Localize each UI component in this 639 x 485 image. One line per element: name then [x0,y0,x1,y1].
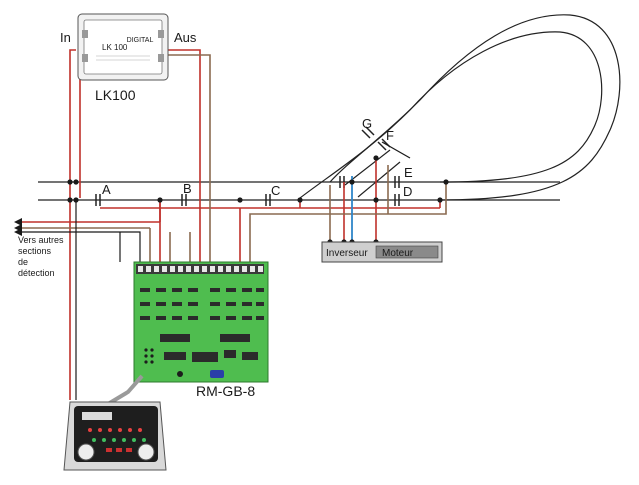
lk100-out-label: Aus [174,30,197,45]
motor-label: Moteur [382,248,414,259]
section-label-f: F [386,128,394,143]
side-note-line4: détection [18,268,55,278]
board-name: RM-GB-8 [196,383,255,399]
lk100-module: DIGITAL LK 100 [77,13,169,81]
section-label-c: C [271,183,280,198]
arrows-to-other-sections [14,218,22,236]
lk100-model-code: LK 100 [102,43,128,52]
board-leds [144,348,154,364]
ribbon-cable [106,374,144,406]
section-label-e: E [404,165,413,180]
lk100-name: LK100 [95,87,136,103]
section-label-d: D [403,184,412,199]
terminal-blocks [136,264,264,274]
lk100-in-label: In [60,30,71,45]
section-label-a: A [102,182,111,197]
section-label-g: G [362,116,372,131]
board-components [140,288,264,362]
reverser-module [321,241,443,263]
rm-gb-8-board [133,261,269,383]
side-note: Vers autres sections de détection [18,235,64,278]
reverser-label: Inverseur [326,248,368,259]
side-note-line3: de [18,257,28,267]
lk100-panel-title: DIGITAL [127,37,154,44]
board-jumper [210,370,224,378]
wires-brown [20,54,447,262]
control-console [63,401,167,471]
side-note-line2: sections [18,246,52,256]
wires-black [20,141,411,400]
side-note-line1: Vers autres [18,235,64,245]
track-insulators [95,126,400,206]
track-layout [38,14,621,201]
section-label-b: B [183,181,192,196]
